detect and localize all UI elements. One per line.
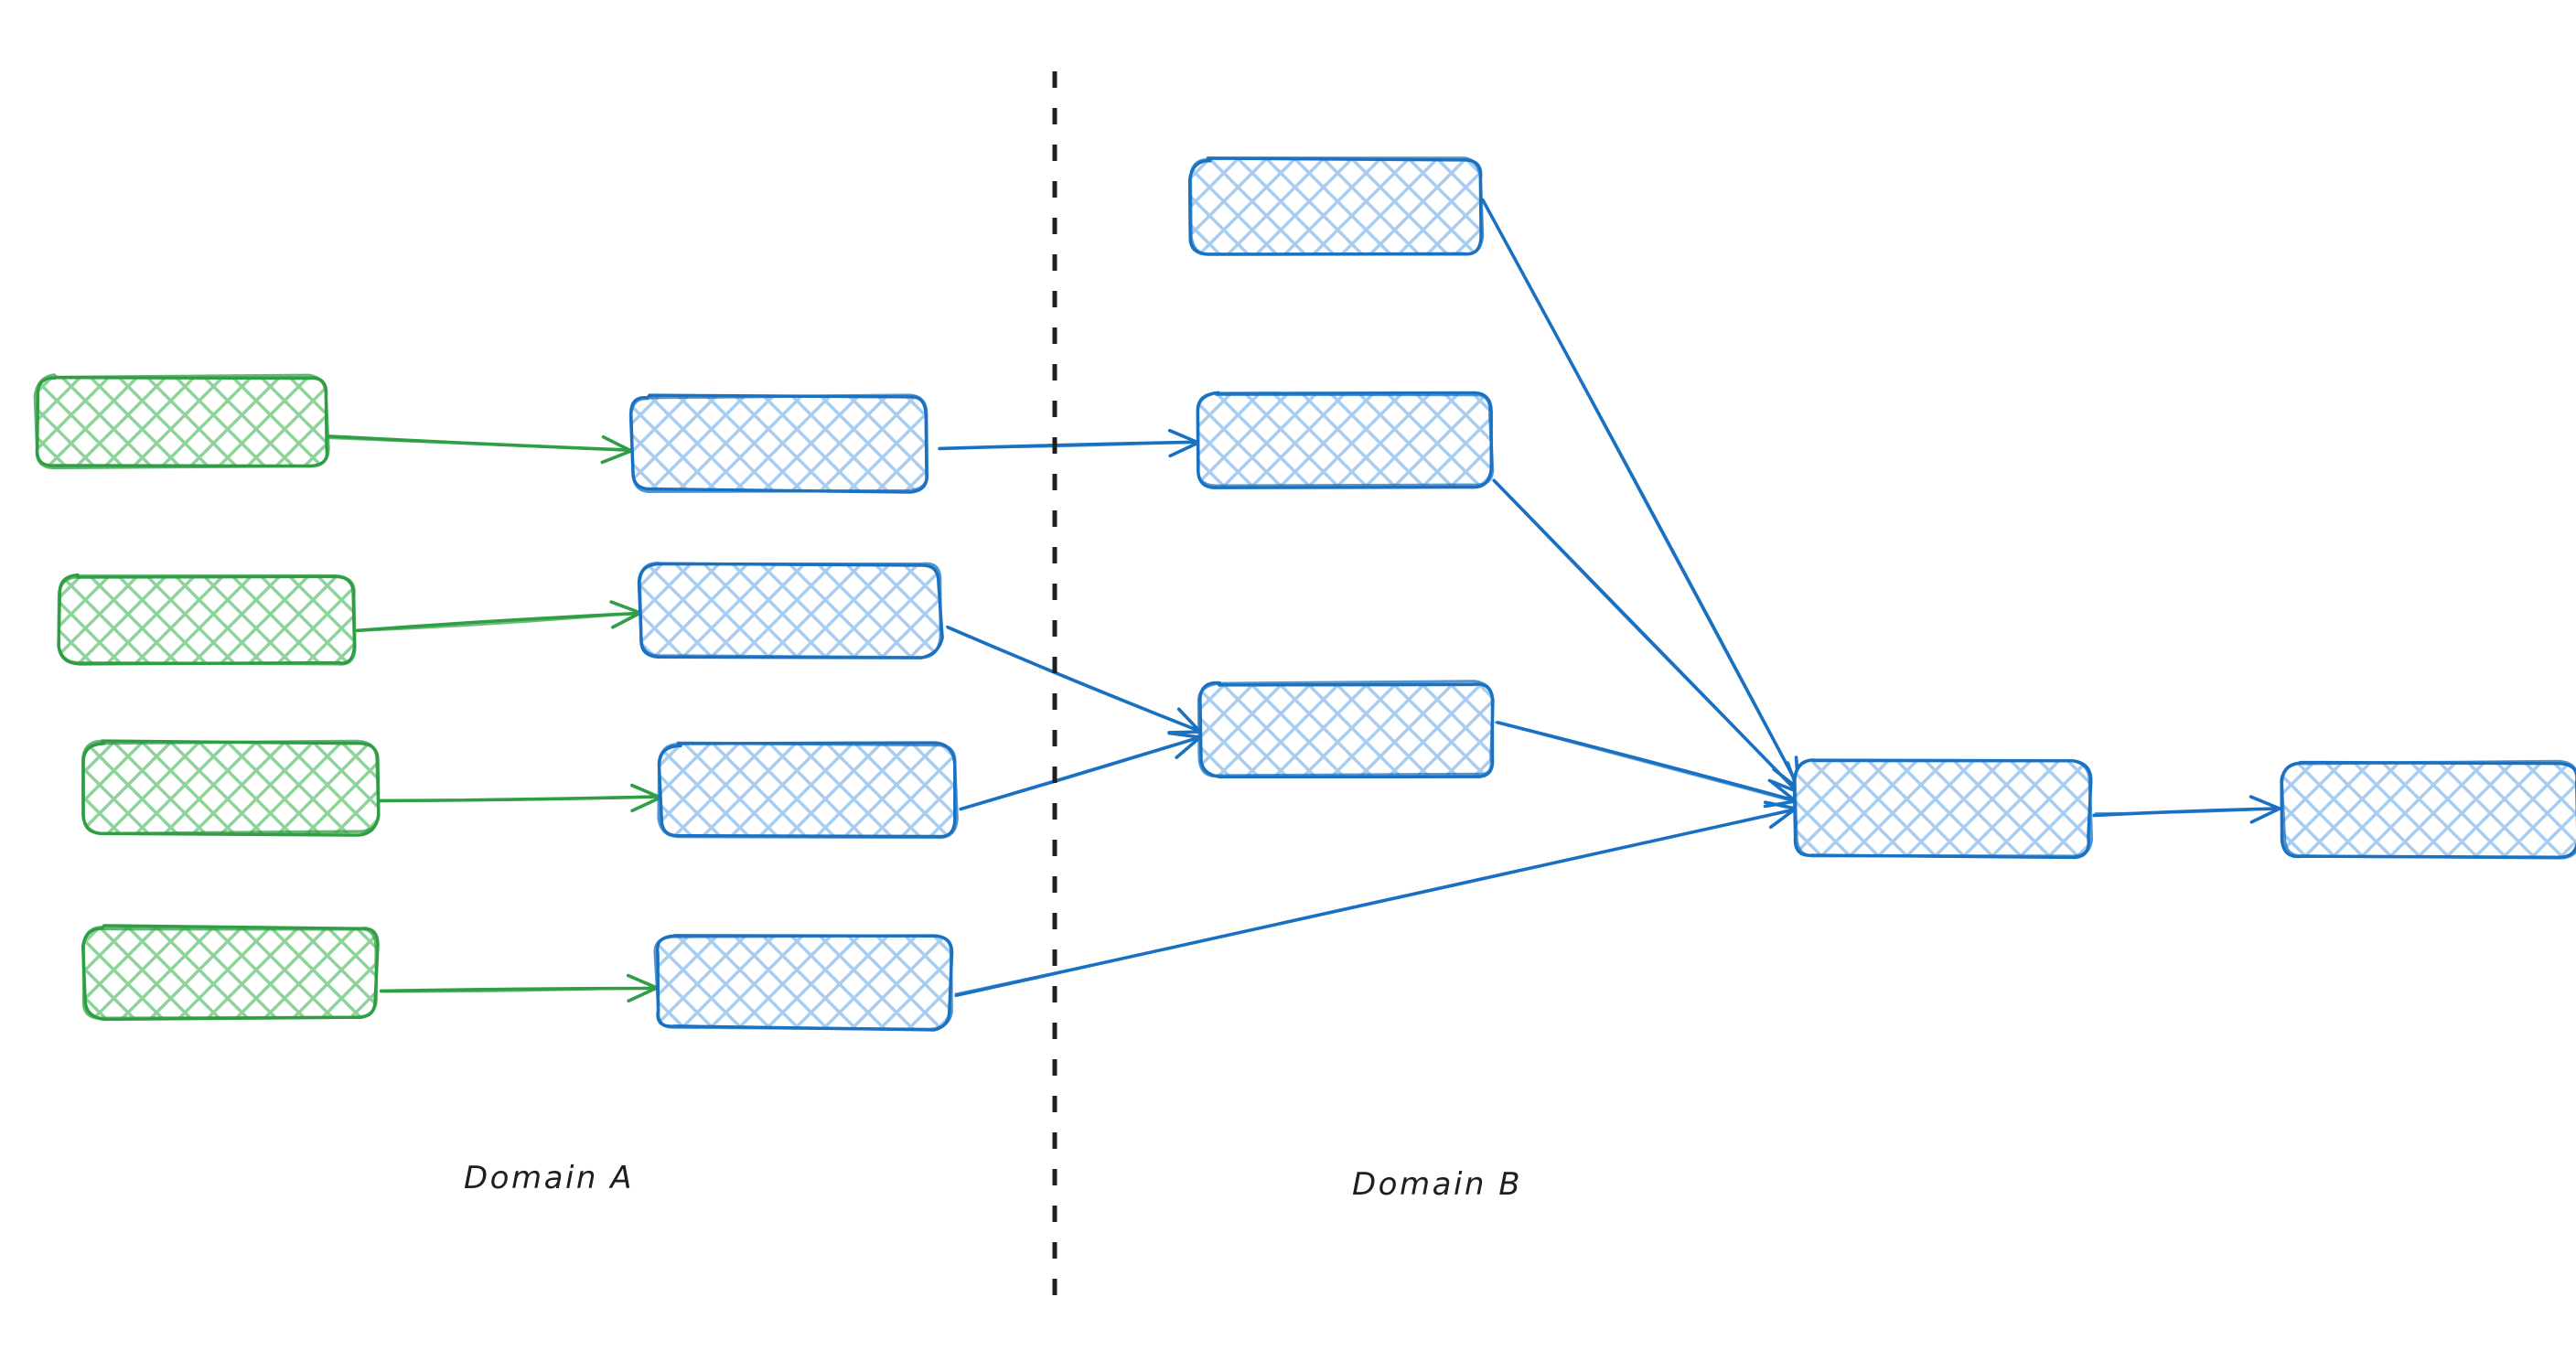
domain-b-label: Domain B bbox=[1352, 1166, 1523, 1203]
node-fill bbox=[1198, 394, 1491, 487]
node-a3[interactable] bbox=[80, 739, 381, 837]
node-outline bbox=[80, 739, 381, 836]
node-fill bbox=[657, 936, 951, 1028]
node-outline bbox=[1196, 391, 1495, 488]
edge-shaft bbox=[381, 986, 660, 993]
edge-shaft bbox=[358, 612, 641, 632]
node-b3[interactable] bbox=[1197, 680, 1495, 779]
node-fill bbox=[660, 745, 955, 837]
node-out[interactable] bbox=[2280, 759, 2576, 860]
node-a4[interactable] bbox=[80, 924, 380, 1022]
node-a2[interactable] bbox=[57, 573, 357, 666]
edge-arrowhead bbox=[2249, 795, 2281, 824]
node-fill bbox=[1191, 160, 1482, 255]
edge-shaft bbox=[940, 441, 1200, 449]
node-outline bbox=[81, 925, 378, 1020]
node-outline bbox=[1197, 680, 1495, 777]
edge-m4-hub[interactable] bbox=[954, 800, 1798, 998]
edge-shaft bbox=[2094, 807, 2281, 815]
node-fill bbox=[1796, 762, 2090, 856]
edge-shaft bbox=[327, 436, 633, 452]
edge-a1-m1[interactable] bbox=[327, 434, 634, 465]
node-outline bbox=[628, 393, 929, 493]
edge-shaft bbox=[960, 736, 1201, 811]
node-m2[interactable] bbox=[637, 562, 944, 659]
node-outline bbox=[638, 562, 943, 659]
node-outline bbox=[57, 573, 357, 666]
node-outline bbox=[1793, 758, 2094, 858]
node-fill bbox=[640, 563, 940, 656]
node-outline bbox=[33, 373, 330, 470]
edge-a4-m4[interactable] bbox=[379, 973, 660, 1003]
edge-a2-m2[interactable] bbox=[355, 600, 643, 633]
node-fill bbox=[37, 377, 327, 466]
node-b2[interactable] bbox=[1196, 391, 1495, 489]
node-fill bbox=[84, 927, 377, 1018]
node-m4[interactable] bbox=[653, 934, 954, 1032]
node-b1[interactable] bbox=[1187, 156, 1485, 256]
edge-shaft bbox=[1492, 479, 1799, 793]
edge-m3-b3[interactable] bbox=[959, 731, 1202, 811]
node-m3[interactable] bbox=[657, 741, 959, 840]
edge-b2-hub[interactable] bbox=[1492, 478, 1800, 795]
node-fill bbox=[60, 576, 355, 664]
domain-a-label: Domain A bbox=[464, 1160, 634, 1196]
node-m1[interactable] bbox=[628, 393, 929, 494]
node-fill bbox=[84, 743, 377, 833]
edge-a3-m3[interactable] bbox=[377, 783, 662, 813]
edge-m2-b3[interactable] bbox=[945, 625, 1203, 734]
node-outline bbox=[1188, 156, 1485, 256]
edge-m1-b2[interactable] bbox=[938, 428, 1200, 458]
edge-shaft bbox=[379, 796, 662, 803]
edge-layer bbox=[327, 198, 2282, 1003]
edge-b1-hub[interactable] bbox=[1481, 198, 1801, 790]
node-outline bbox=[653, 934, 953, 1031]
edge-shaft bbox=[1494, 721, 1798, 803]
edge-shaft bbox=[1482, 198, 1800, 789]
edge-hub-out[interactable] bbox=[2092, 795, 2282, 824]
node-hub[interactable] bbox=[1792, 758, 2094, 860]
node-a1[interactable] bbox=[33, 373, 330, 470]
edge-shaft bbox=[945, 625, 1202, 734]
node-fill bbox=[1200, 683, 1493, 776]
edge-b3-hub[interactable] bbox=[1494, 721, 1798, 809]
node-outline bbox=[657, 741, 959, 840]
node-layer bbox=[33, 156, 2576, 1032]
edge-shaft bbox=[954, 808, 1797, 995]
node-fill bbox=[2283, 763, 2576, 857]
node-fill bbox=[631, 397, 928, 490]
